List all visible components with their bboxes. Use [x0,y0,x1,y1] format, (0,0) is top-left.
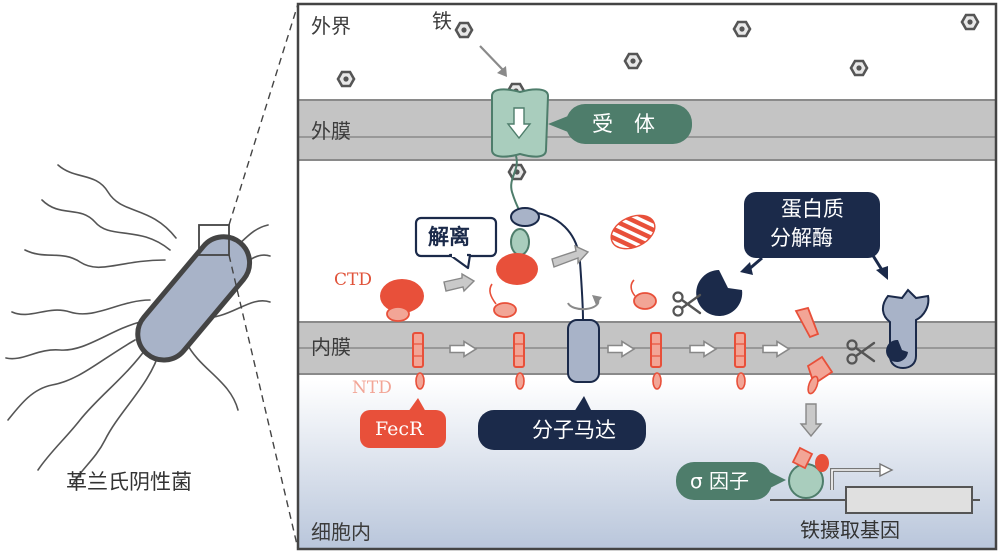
callout-motor: 分子马达 [532,418,616,442]
fecr-2 [489,253,538,390]
panel-frame [296,2,998,551]
label-ctd: CTD [334,270,372,290]
zoom-box [198,224,230,256]
receptor-callout-shape [548,104,692,144]
callout-fecr: FecR [375,418,424,440]
label-iron: 铁 [432,9,452,33]
cleaved-fragments [794,306,834,395]
fecr-3 [630,279,662,390]
sigma-callout-shape [676,462,786,500]
fecr-1 [380,279,425,390]
motor-callout-shape [478,396,646,450]
bacterium-body [135,234,253,363]
dissociation-callout-shape [414,216,498,270]
zoom-line-top [228,3,299,226]
callout-receptor: 受 体 [592,112,655,136]
protease [672,270,930,370]
callout-protease-line1: 蛋白质 [781,197,844,221]
label-species: 革兰氏阴性菌 [66,470,192,494]
label-inner-membrane: 内膜 [311,335,351,359]
protease-callout-shape [740,192,888,280]
label-cytoplasm: 细胞内 [311,520,371,544]
callout-sigma: σ 因子 [690,469,750,493]
iron-arrow [479,45,504,71]
fecr-4 [734,332,746,390]
receptor [491,88,550,215]
label-outside: 外界 [311,14,351,38]
callout-dissociation: 解离 [428,225,470,249]
gene [770,462,980,514]
callout-protease-line2: 分解酶 [770,226,833,250]
label-ntd: NTD [352,378,392,398]
molecular-motor [510,207,602,383]
released-ctd [610,214,656,250]
label-gene: 铁摄取基因 [800,518,900,542]
sigma-factor [788,446,829,499]
label-outer-membrane: 外膜 [311,119,351,143]
process-arrows [443,244,823,438]
zoom-line-bottom [228,254,299,550]
fecr-callout-shape [360,398,446,448]
